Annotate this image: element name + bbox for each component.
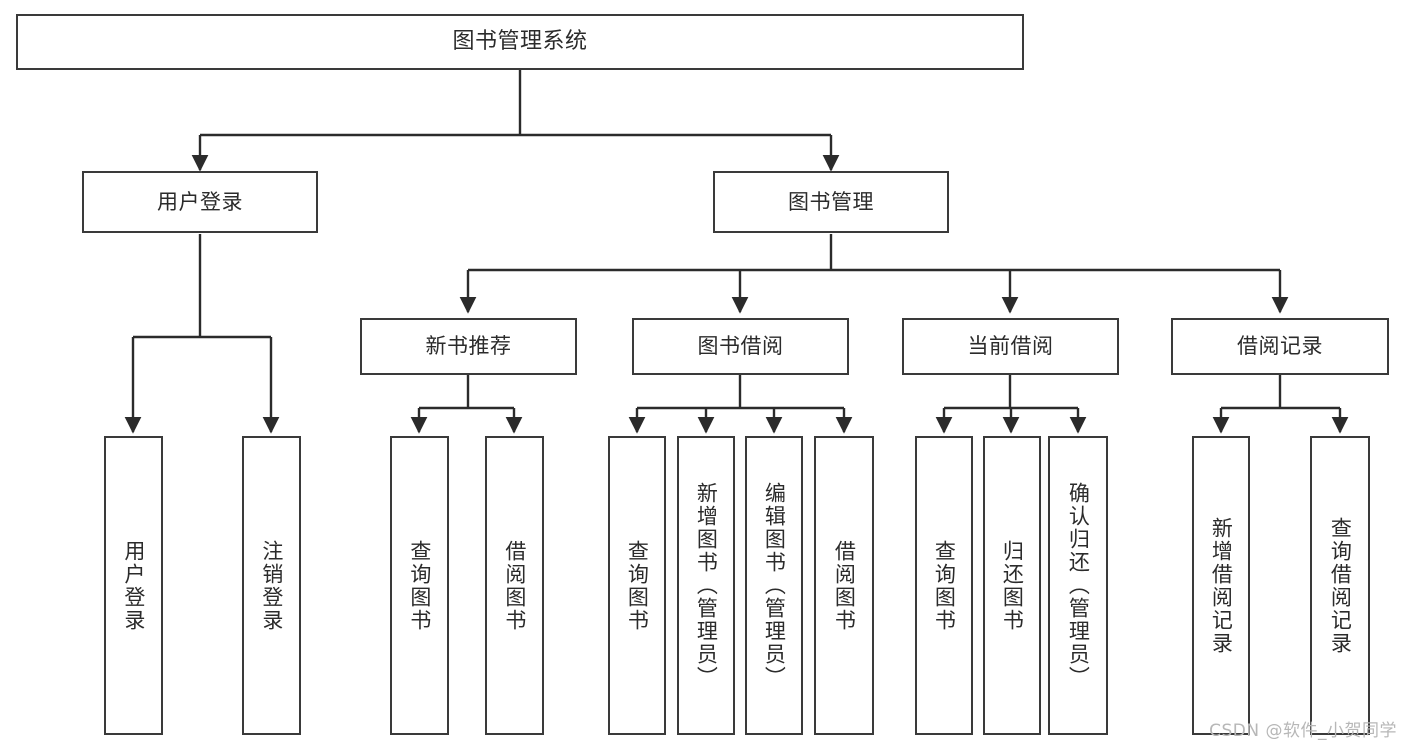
- leaf-user-login-login[interactable]: 用户登录: [104, 436, 163, 735]
- leaf-borrow-query-book-label: 查询图书: [625, 539, 650, 632]
- leaf-user-login-logout-label: 注销登录: [259, 539, 284, 632]
- leaf-new-book-query-label: 查询图书: [407, 539, 432, 632]
- leaf-user-login-login-label: 用户登录: [121, 539, 146, 632]
- node-root-label: 图书管理系统: [452, 29, 588, 55]
- node-borrow-record[interactable]: 借阅记录: [1171, 318, 1389, 375]
- watermark: CSDN @软件_小贺同学: [1209, 721, 1397, 741]
- leaf-borrow-add-book[interactable]: 新增图书（管理员）: [677, 436, 735, 735]
- node-book-borrow-label: 图书借阅: [697, 334, 784, 359]
- node-new-book-recommend-label: 新书推荐: [425, 334, 512, 359]
- leaf-borrow-borrow-book-label: 借阅图书: [832, 539, 857, 632]
- node-borrow-record-label: 借阅记录: [1237, 334, 1323, 359]
- leaf-current-confirm-return[interactable]: 确认归还（管理员）: [1048, 436, 1108, 735]
- leaf-current-confirm-return-label: 确认归还（管理员）: [1066, 482, 1091, 689]
- leaf-record-query-label: 查询借阅记录: [1328, 516, 1353, 655]
- node-user-login-label: 用户登录: [157, 189, 243, 214]
- leaf-current-return-book-label: 归还图书: [1000, 539, 1025, 632]
- node-book-management-label: 图书管理: [788, 189, 874, 214]
- leaf-record-add-label: 新增借阅记录: [1209, 516, 1234, 655]
- node-new-book-recommend[interactable]: 新书推荐: [360, 318, 577, 375]
- leaf-user-login-logout[interactable]: 注销登录: [242, 436, 301, 735]
- node-user-login[interactable]: 用户登录: [82, 171, 318, 233]
- node-book-management[interactable]: 图书管理: [713, 171, 949, 233]
- leaf-borrow-add-book-label: 新增图书（管理员）: [694, 482, 719, 689]
- leaf-current-query-book-label: 查询图书: [932, 539, 957, 632]
- leaf-borrow-borrow-book[interactable]: 借阅图书: [814, 436, 874, 735]
- leaf-new-book-borrow-label: 借阅图书: [502, 539, 527, 632]
- node-current-borrow[interactable]: 当前借阅: [902, 318, 1119, 375]
- leaf-borrow-edit-book[interactable]: 编辑图书（管理员）: [745, 436, 803, 735]
- leaf-current-query-book[interactable]: 查询图书: [915, 436, 973, 735]
- node-root[interactable]: 图书管理系统: [16, 14, 1024, 70]
- leaf-borrow-query-book[interactable]: 查询图书: [608, 436, 666, 735]
- leaf-record-query[interactable]: 查询借阅记录: [1310, 436, 1370, 735]
- leaf-new-book-query[interactable]: 查询图书: [390, 436, 449, 735]
- node-current-borrow-label: 当前借阅: [967, 334, 1054, 359]
- leaf-record-add[interactable]: 新增借阅记录: [1192, 436, 1250, 735]
- node-book-borrow[interactable]: 图书借阅: [632, 318, 849, 375]
- leaf-borrow-edit-book-label: 编辑图书（管理员）: [762, 482, 787, 689]
- leaf-new-book-borrow[interactable]: 借阅图书: [485, 436, 544, 735]
- leaf-current-return-book[interactable]: 归还图书: [983, 436, 1041, 735]
